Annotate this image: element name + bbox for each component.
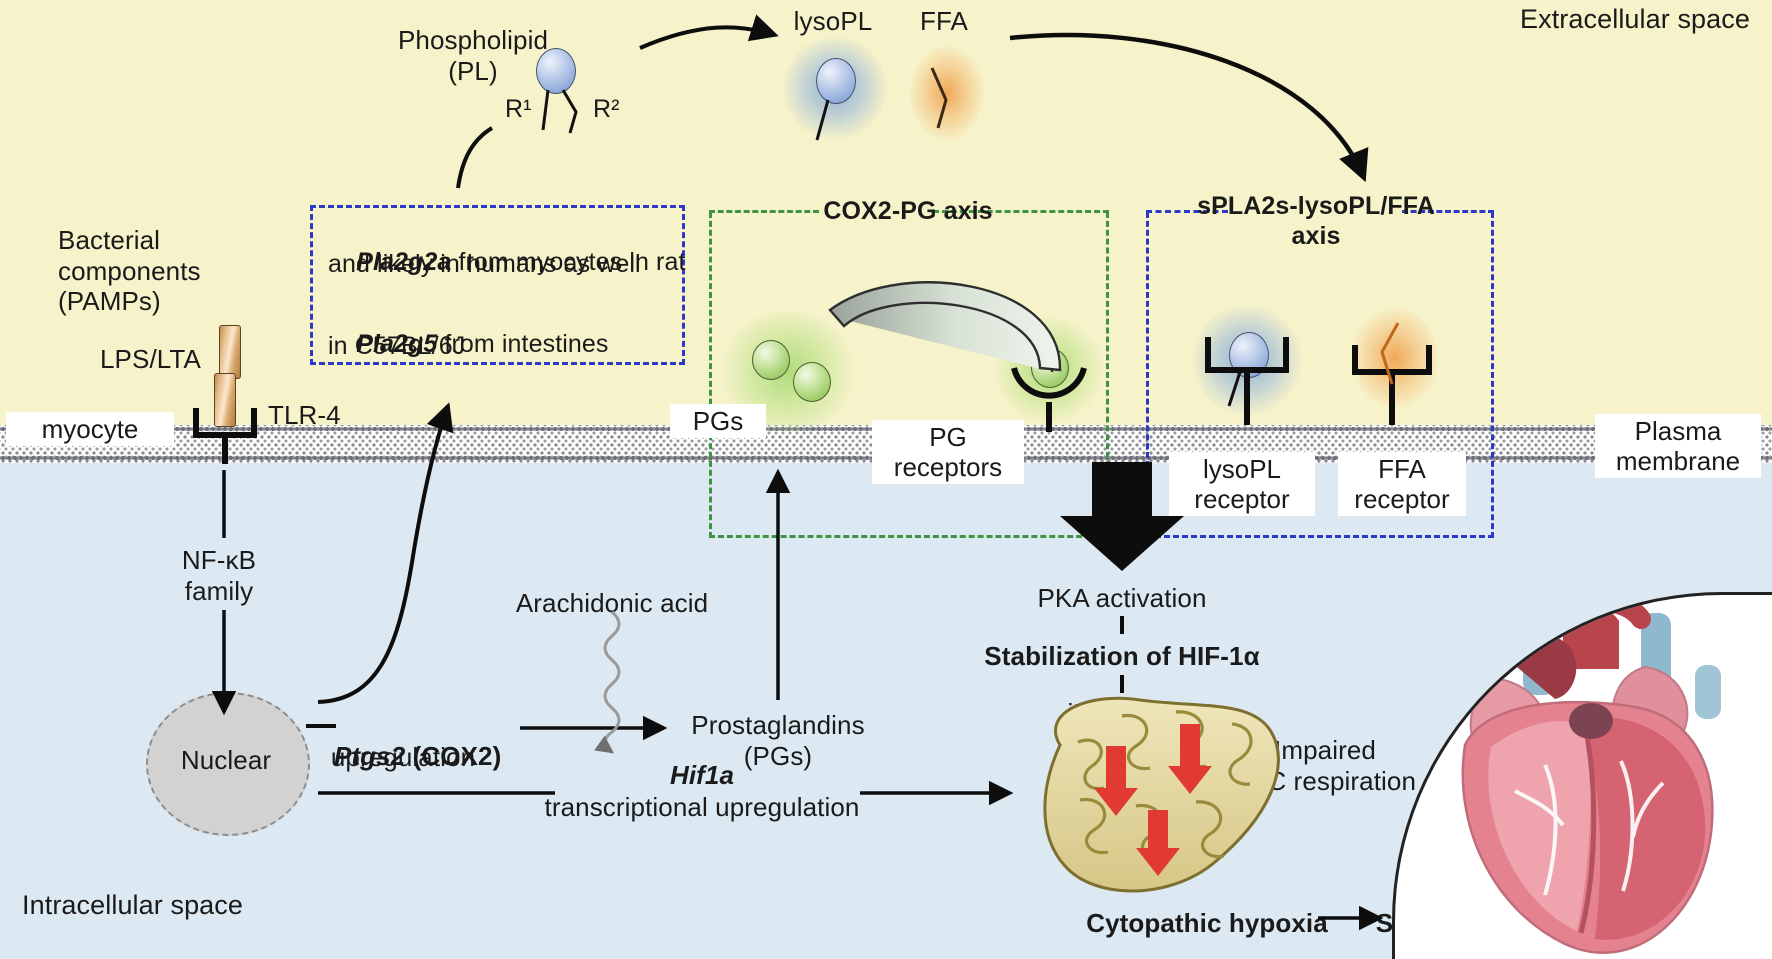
pg-to-receptor-arrow-band <box>828 281 1062 372</box>
mitochondrion-red-arrows <box>1094 724 1212 876</box>
spla2s-axis-box-top-right <box>1402 210 1494 213</box>
pla2g5-rest: from intestines <box>437 329 609 358</box>
lysopl-top-head-icon <box>816 58 856 104</box>
lysopl-receptor-icon <box>1205 337 1289 425</box>
extracellular-space-label: Extracellular space <box>1519 4 1750 34</box>
pla2g5-line: Pla2g5 from intestines <box>328 300 609 389</box>
spla2s-axis-box-top-left <box>1146 210 1228 213</box>
ptgs2-rest: (COX2) <box>405 740 502 771</box>
hif1a-stabilization-label: Stabilization of HIF-1α <box>984 641 1260 671</box>
phospholipid-head-icon <box>536 48 576 94</box>
pg-receptor-icon <box>1011 362 1087 432</box>
tlr4-receptor-icon <box>193 408 257 464</box>
lysopl-membrane-tail-icon <box>1227 371 1242 407</box>
phospholipid-r1-label: R¹ <box>505 95 532 123</box>
pgs-membrane-label: PGs <box>670 404 766 439</box>
lysopl-top-tail-icon <box>815 99 830 141</box>
ffa-receptor-icon <box>1352 345 1432 425</box>
pl-to-lysopl-arrow <box>639 14 779 50</box>
spla2s-axis-box <box>1146 212 1494 538</box>
cytopathic-hypoxia-label: Cytopathic hypoxia <box>1086 908 1328 938</box>
myocyte-label: myocyte <box>6 412 174 447</box>
pla2g2a-line: Pla2g2a from myocytes in rat <box>328 218 686 307</box>
nucleus-to-pla2-arrow <box>317 402 454 704</box>
mitochondrion-icon <box>1043 696 1280 893</box>
block-arrow-shape <box>1060 462 1184 571</box>
lysopl-top-label: lysoPL <box>793 6 873 36</box>
ffa-receptor-label: FFA receptor <box>1338 452 1466 517</box>
pla2g5-gene: Pla2g5 <box>356 329 438 358</box>
ptgs2-gene: Ptgs2 <box>333 740 406 771</box>
tlr4-label: TLR-4 <box>268 400 341 430</box>
pla2-genes-box <box>310 205 685 365</box>
cox2-pg-axis-label: COX2-PG axis <box>823 197 993 225</box>
phospholipid-label: Phospholipid (PL) <box>397 25 549 86</box>
ptgs2-label: Ptgs2 (COX2) <box>305 710 502 802</box>
ffa-top-chain-icon <box>930 67 948 129</box>
pka-activation-label: PKA activation <box>1037 583 1207 613</box>
pla2g2a-line2: and likely in humans as well <box>328 250 641 278</box>
phospholipid-tails-icon <box>541 89 578 134</box>
pla2g2a-rest: from myocytes in rat <box>451 247 686 276</box>
ffa-receptor-ligand-glow <box>1352 308 1438 408</box>
ffa-top-glow <box>910 46 984 140</box>
arachidonic-acid-label: Arachidonic acid <box>515 588 709 618</box>
bacterial-components-label: Bacterial components (PAMPs) <box>58 225 201 317</box>
phospholipid-r2-label: R² <box>593 95 620 123</box>
spla2s-axis-label: sPLA2s-lysoPL/FFA axis <box>1197 192 1435 250</box>
ffa-receptor-chain-icon <box>1380 322 1400 385</box>
lps-lta-label: LPS/LTA <box>100 344 201 374</box>
intracellular-space-label: Intracellular space <box>22 890 244 920</box>
pla2g2a-gene: Pla2g2a <box>356 247 452 276</box>
prostaglandins-label: Prostaglandins (PGs) <box>691 710 865 771</box>
cox2-pg-axis-box-top-left <box>709 210 819 213</box>
hif1a-sub-label: transcriptional upregulation <box>544 792 860 822</box>
hif1a-gene-label: Hif1a <box>669 760 735 790</box>
ptgs2-sub-label: upregulation <box>330 742 476 772</box>
arachidonic-acid-squiggle <box>594 610 621 754</box>
nfkb-label: NF-κB family <box>181 545 257 606</box>
cox2-pg-axis-box-top-right <box>933 210 1109 213</box>
pla2-hook-arrow <box>456 126 494 189</box>
pg-receptors-label: PG receptors <box>872 420 1024 485</box>
ffa-to-spla2s-arrow <box>1009 32 1369 183</box>
pla2g5-line2: in C57BL/6J <box>328 332 466 360</box>
pg-molecule-icon-1 <box>752 340 790 380</box>
cox2-pg-axis-box <box>709 212 1109 538</box>
lps-rod-icon-lower <box>214 373 236 427</box>
ffa-top-label: FFA <box>920 6 968 36</box>
pg-molecule-icon-2 <box>793 362 831 402</box>
lysopl-receptor-label: lysoPL receptor <box>1169 452 1315 517</box>
plasma-membrane-label: Plasma membrane <box>1595 414 1761 479</box>
nucleus-label: Nuclear <box>180 745 272 775</box>
heart-illustration <box>1461 595 1721 954</box>
